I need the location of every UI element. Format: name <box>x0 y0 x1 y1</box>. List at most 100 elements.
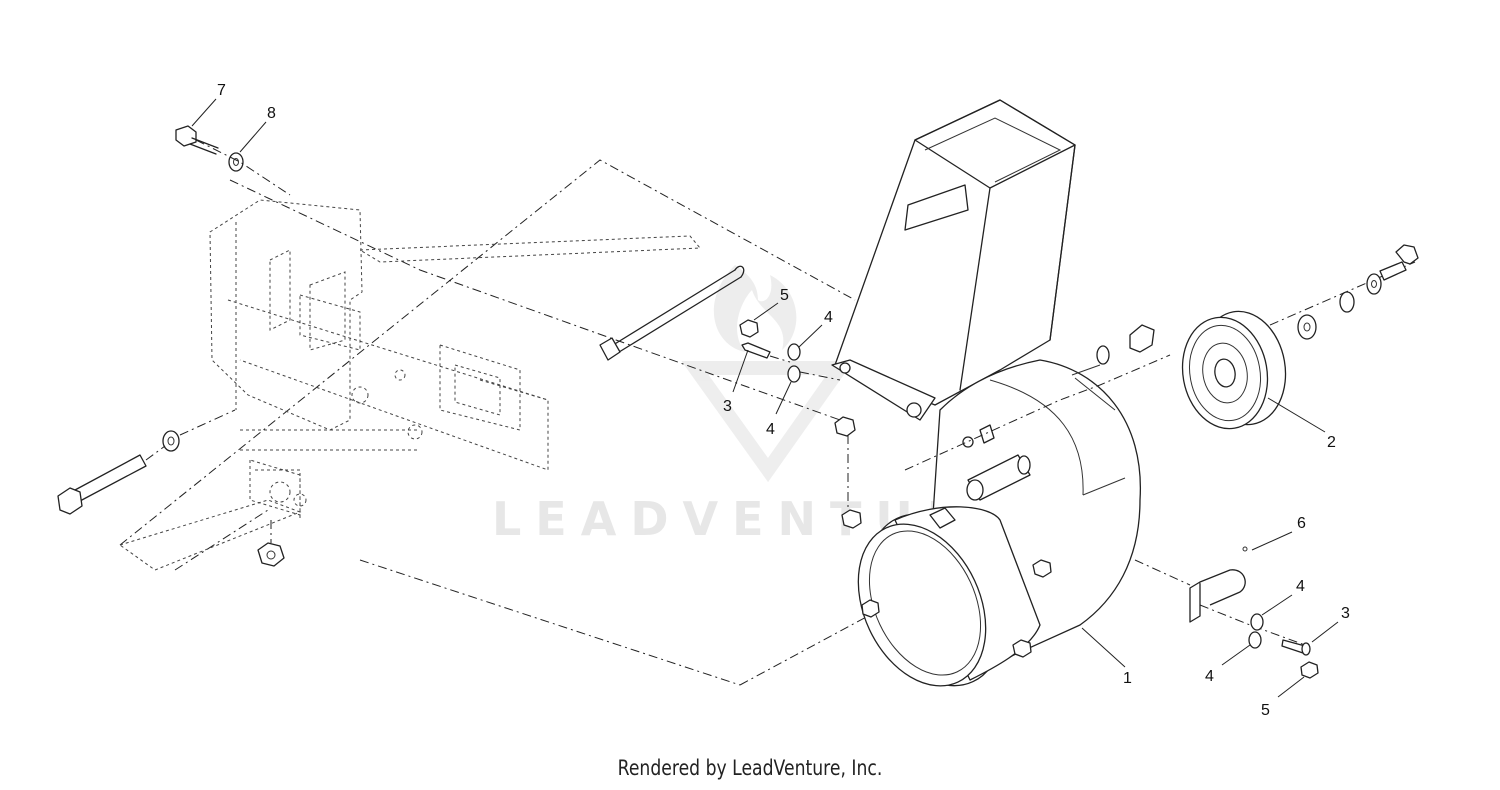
flat-washer <box>1248 631 1262 649</box>
flat-washer <box>787 343 801 361</box>
hex-bolt <box>175 125 197 147</box>
callout-label: 4 <box>1205 668 1214 685</box>
frame-plate-far-edge <box>359 559 741 686</box>
flat-washer <box>1096 345 1110 365</box>
hex-nut <box>861 599 880 618</box>
watermark-logo <box>681 265 854 483</box>
carriage-bolt <box>741 342 771 359</box>
callout-label: 4 <box>766 421 775 438</box>
callout-label: 5 <box>1261 702 1270 719</box>
leader-line <box>775 381 792 415</box>
housing-edge <box>1082 477 1126 496</box>
bracket-centerline <box>1134 559 1306 646</box>
bracket-cutout <box>299 294 501 416</box>
hex-nut <box>257 542 285 567</box>
footer-credit: Rendered by LeadVenture, Inc. <box>617 756 883 780</box>
leader-line <box>753 302 779 321</box>
bracket-lower-plate <box>118 499 302 571</box>
bracket-plate <box>1189 581 1201 623</box>
nut-hole <box>266 550 276 560</box>
clamp-clip <box>929 507 956 529</box>
leader-line <box>239 121 267 153</box>
callout-4-right-lower: 4 <box>1205 644 1251 685</box>
callouts: 1 2 3 3 4 4 4 4 <box>191 82 1350 719</box>
callout-3-right: 3 <box>1311 605 1350 643</box>
pulley-groove <box>1189 324 1261 422</box>
hex-nut <box>1300 661 1319 679</box>
bracket-arm <box>1199 569 1246 606</box>
flat-washer <box>228 152 244 172</box>
flat-washer <box>1366 273 1382 295</box>
bracket-hole <box>1242 546 1248 552</box>
callout-label: 5 <box>780 287 789 304</box>
callout-1: 1 <box>1081 627 1132 687</box>
flat-washer <box>787 365 801 383</box>
mount-centerline <box>229 179 841 421</box>
bolt-centerline <box>145 409 236 461</box>
hex-bolt <box>1395 244 1419 265</box>
carriage-bolt <box>1281 639 1306 654</box>
callout-label: 3 <box>723 398 732 415</box>
chute-label <box>904 184 969 231</box>
spacer-end <box>966 479 984 501</box>
callout-5-chute: 5 <box>753 287 789 321</box>
bracket-frame <box>1071 364 1116 411</box>
tie-rod <box>599 265 745 361</box>
leader-line <box>732 349 749 393</box>
bracket-side-rail <box>227 222 549 471</box>
leader-line <box>1221 644 1251 666</box>
bolt-7-assembly <box>175 125 291 196</box>
leader-line <box>1277 676 1305 698</box>
bolt-head <box>1301 642 1311 656</box>
callout-6: 6 <box>1251 515 1306 551</box>
leader-line <box>1267 397 1326 433</box>
discharge-chute <box>834 99 1076 406</box>
hex-nut-lower <box>257 520 285 567</box>
frame-plate-outline <box>119 159 856 546</box>
spacer-bushing <box>1129 324 1155 353</box>
frame-bracket <box>118 199 702 571</box>
leader-line <box>1261 594 1293 616</box>
bolt-head <box>839 362 851 374</box>
bracket-back-plate <box>209 199 363 431</box>
bolt-head <box>962 436 974 448</box>
flat-washer <box>162 430 180 452</box>
callout-label: 1 <box>1123 670 1132 687</box>
fastener-centerline <box>769 355 841 381</box>
housing-inner-curve <box>989 379 1084 496</box>
callout-label: 4 <box>1296 578 1305 595</box>
long-bolt-assembly <box>57 409 236 515</box>
rod-body <box>604 269 742 358</box>
leader-line <box>1251 531 1293 551</box>
long-bolt-head <box>57 487 83 515</box>
pulley-bore <box>1214 358 1236 388</box>
intake-ring-lip <box>868 530 982 676</box>
hex-nut <box>739 319 759 338</box>
flat-washer <box>1297 314 1317 340</box>
frame-plate-lower-outline <box>174 509 871 686</box>
callout-label: 6 <box>1297 515 1306 532</box>
callout-4-right-upper: 4 <box>1261 578 1305 616</box>
callout-label: 2 <box>1327 434 1336 451</box>
washer-hole <box>1371 280 1377 288</box>
callout-8: 8 <box>239 105 276 153</box>
bracket-plate-strip <box>358 235 702 263</box>
bracket-channel <box>269 249 549 431</box>
callout-label: 4 <box>824 309 833 326</box>
mounting-bracket-6 <box>1134 546 1319 679</box>
callout-label: 8 <box>267 105 276 122</box>
callout-3-left: 3 <box>723 349 749 415</box>
bracket-crossbar <box>240 429 420 520</box>
callout-4-chute-lower: 4 <box>766 381 792 438</box>
leader-line <box>191 98 217 127</box>
pulley-hub <box>1202 342 1248 404</box>
bolt-shank <box>1379 261 1407 281</box>
leader-line <box>1311 621 1339 643</box>
spacer-end <box>1017 455 1031 475</box>
bracket-hole <box>269 481 291 503</box>
bracket-hole <box>407 424 423 440</box>
leader-line <box>1081 627 1126 668</box>
callout-label: 3 <box>1341 605 1350 622</box>
bracket-hole <box>394 369 406 381</box>
